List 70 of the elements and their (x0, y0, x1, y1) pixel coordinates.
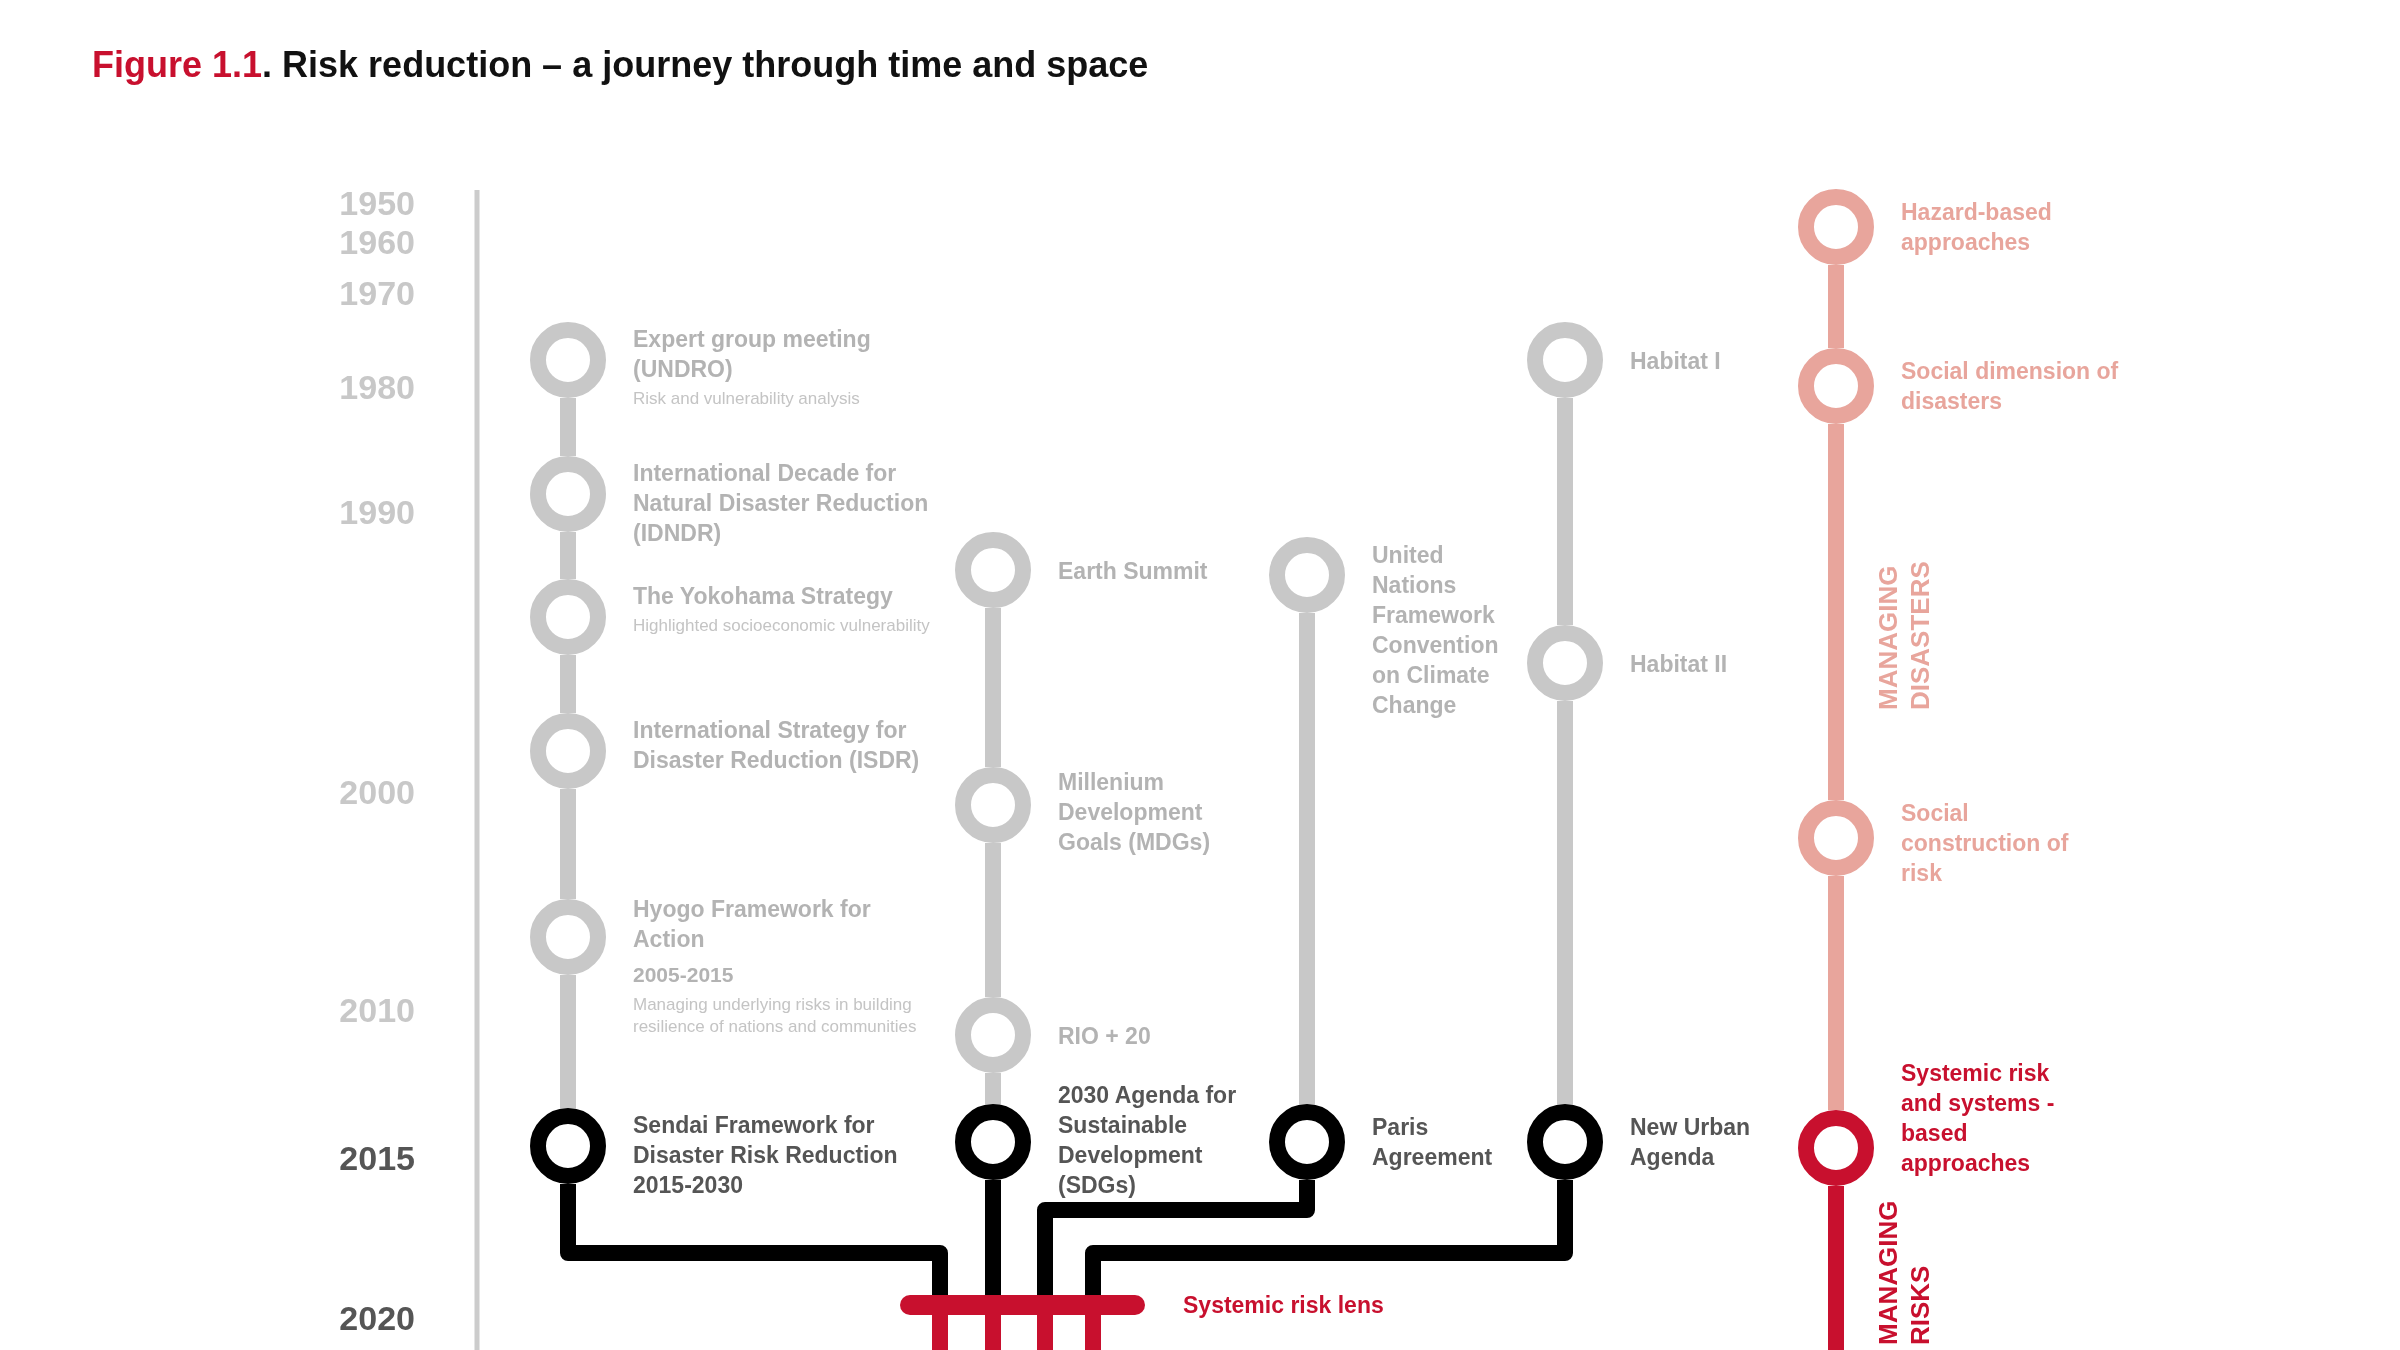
milestone-circle (1527, 625, 1603, 701)
milestone-title: RIO + 20 (1058, 1022, 1152, 1051)
milestone-title: Systemic risk and systems - based approaches (1901, 1059, 2056, 1178)
milestone-circle (1269, 537, 1345, 613)
milestone-title: Social dimension of disasters (1901, 357, 2120, 416)
timeline-line (560, 975, 576, 1108)
milestone-circle (1527, 322, 1603, 398)
timeline-line (1557, 398, 1573, 625)
milestone-circle (530, 579, 606, 655)
figure-title: Figure 1.1. Risk reduction – a journey through time and space (92, 44, 1149, 86)
milestone-circle (1798, 348, 1874, 424)
timeline-line (985, 608, 1001, 767)
milestone-note: 2005-2015 (633, 962, 735, 988)
milestone-circle (530, 899, 606, 975)
milestone-note: Managing underlying risks in building resilience of nations and communities (633, 994, 918, 1038)
milestone-title: United Nations Framework Convention on Climate Change (1372, 541, 1500, 720)
lens-bar (900, 1295, 1145, 1315)
year-label: 2015 (338, 1139, 415, 1177)
milestone-circle (1527, 1104, 1603, 1180)
phase-label: MANAGING DISASTERS (1872, 560, 1936, 710)
timeline-line (1037, 1180, 1315, 1295)
lens-label: Systemic risk lens (1183, 1291, 1384, 1320)
milestone-title: International Strategy for Disaster Reduction (ISDR) (633, 716, 921, 775)
timeline-line (560, 789, 576, 899)
timeline-line (1557, 701, 1573, 1104)
timeline-line (1828, 876, 1844, 1110)
timeline-line (1085, 1315, 1101, 1350)
timeline-line (1299, 613, 1315, 1104)
timeline-line (560, 532, 576, 579)
timeline-line (560, 655, 576, 713)
milestone-title: Expert group meeting (UNDRO) (633, 325, 872, 384)
milestone-circle (530, 322, 606, 398)
milestone-circle (530, 456, 606, 532)
milestone-title: Hyogo Framework for Action (633, 895, 872, 954)
milestone-circle (1269, 1104, 1345, 1180)
timeline-line (985, 843, 1001, 997)
timeline-line (1828, 424, 1844, 800)
milestone-title: The Yokohama Strategy (633, 582, 894, 611)
milestone-title: Sendai Framework for Disaster Risk Reduction 2015-2030 (633, 1111, 899, 1200)
milestone-title: Social construction of risk (1901, 799, 2070, 888)
timeline-line (985, 1073, 1001, 1104)
timeline-line (1085, 1180, 1573, 1295)
milestone-circle (1798, 800, 1874, 876)
milestone-circle (955, 997, 1031, 1073)
milestone-title: Habitat I (1630, 347, 1722, 376)
milestone-title: Hazard-based approaches (1901, 198, 2053, 257)
milestone-circle (530, 713, 606, 789)
milestone-circle (955, 767, 1031, 843)
milestone-title: Millenium Development Goals (MDGs) (1058, 768, 1212, 857)
milestone-title: New Urban Agenda (1630, 1113, 1752, 1172)
milestone-note: Risk and vulnerability analysis (633, 388, 861, 410)
year-label: 2020 (338, 1299, 415, 1337)
timeline-line (932, 1315, 948, 1350)
milestone-title: Earth Summit (1058, 557, 1209, 586)
milestone-title: Paris Agreement (1372, 1113, 1494, 1172)
milestone-circle (1798, 1110, 1874, 1186)
milestone-circle (530, 1108, 606, 1184)
timeline-line (1828, 265, 1844, 348)
milestone-title: 2030 Agenda for Sustainable Development (SDGs) (1058, 1081, 1238, 1200)
timeline-line (1037, 1315, 1053, 1350)
milestone-title: Habitat II (1630, 650, 1729, 679)
milestone-circle (955, 1104, 1031, 1180)
timeline-line (560, 398, 576, 456)
milestone-circle (1798, 189, 1874, 265)
timeline-line (985, 1180, 1001, 1295)
milestone-circle (955, 532, 1031, 608)
timeline-line (1828, 1186, 1844, 1350)
milestone-note: Highlighted socioeconomic vulnerability (633, 615, 931, 637)
milestone-title: International Decade for Natural Disaster Reduction (IDNDR) (633, 459, 930, 548)
timeline-line (985, 1315, 1001, 1350)
